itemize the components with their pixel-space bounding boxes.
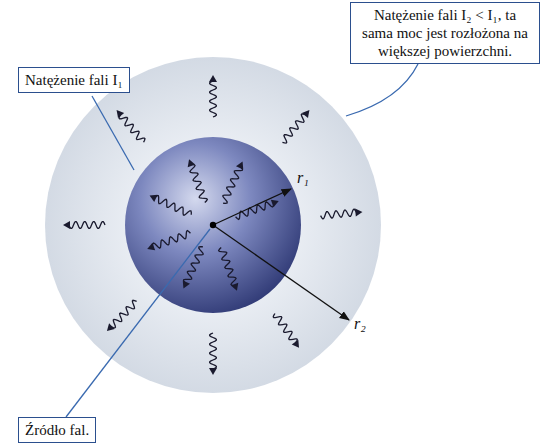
wave-line (111, 300, 136, 328)
wave-head (183, 280, 190, 288)
wave-line (156, 196, 192, 215)
wave-head (231, 283, 239, 291)
callout-box: Natężenie fali I₁ (18, 67, 130, 93)
wave-line (190, 164, 207, 202)
wave-arrow (273, 313, 299, 347)
wave-head (355, 209, 362, 217)
wave-line (152, 231, 190, 248)
wave-line (119, 115, 145, 143)
callout-box: Natężenie fali I₂ < I₁, ta sama moc jest… (350, 2, 540, 64)
wave-arrow (209, 333, 217, 375)
callout-text: Natężenie fali I₂ < I₁, ta sama moc jest… (357, 6, 533, 60)
wave-head (236, 162, 243, 170)
wave-line (210, 81, 217, 117)
leader-line (92, 96, 134, 170)
outer-sphere (45, 57, 381, 393)
wave-arrow (63, 221, 105, 229)
source-dot (210, 222, 216, 228)
callout-text: Natężenie fali I₁ (25, 71, 123, 89)
wave-line (219, 248, 236, 286)
leader-line (66, 229, 210, 417)
wave-squiggles (63, 75, 362, 375)
callout-box: Źródło fal. (18, 417, 96, 443)
wave-line (223, 168, 242, 204)
wave-arrow (147, 231, 190, 251)
wave-head (271, 200, 279, 208)
radius-arrow (213, 189, 291, 225)
wave-head (117, 110, 125, 118)
wave-head (209, 75, 217, 82)
wave-head (209, 368, 217, 375)
radius-label: r₂ (354, 316, 366, 332)
wave-head (292, 340, 299, 348)
wave-arrow (219, 248, 239, 291)
wave-arrow (321, 209, 363, 219)
inner-sphere (125, 137, 301, 313)
leader-line (346, 64, 418, 116)
wave-arrow (107, 300, 137, 331)
callout-text: Źródło fal. (25, 421, 89, 439)
wave-arrow (223, 162, 243, 204)
wave-arrow (150, 195, 192, 215)
wave-head (63, 221, 70, 229)
wave-arrow (236, 200, 279, 220)
wave-line (282, 114, 305, 143)
wave-arrow (209, 75, 217, 117)
wave-line (210, 333, 217, 369)
wave-arrow (183, 247, 203, 289)
wave-line (321, 209, 357, 218)
radius-label: r₁ (297, 170, 309, 186)
wave-head (147, 243, 155, 251)
wave-line (273, 313, 297, 342)
wave-head (150, 195, 158, 202)
wave-head (188, 159, 196, 167)
wave-arrow (117, 110, 145, 142)
wave-arrow (188, 159, 208, 202)
wave-line (236, 202, 274, 219)
wave-head (107, 323, 115, 331)
wave-head (302, 110, 310, 118)
wave-line (69, 222, 105, 229)
wave-line (184, 247, 203, 283)
wave-arrow (282, 110, 309, 143)
radius-arrow (213, 225, 349, 320)
